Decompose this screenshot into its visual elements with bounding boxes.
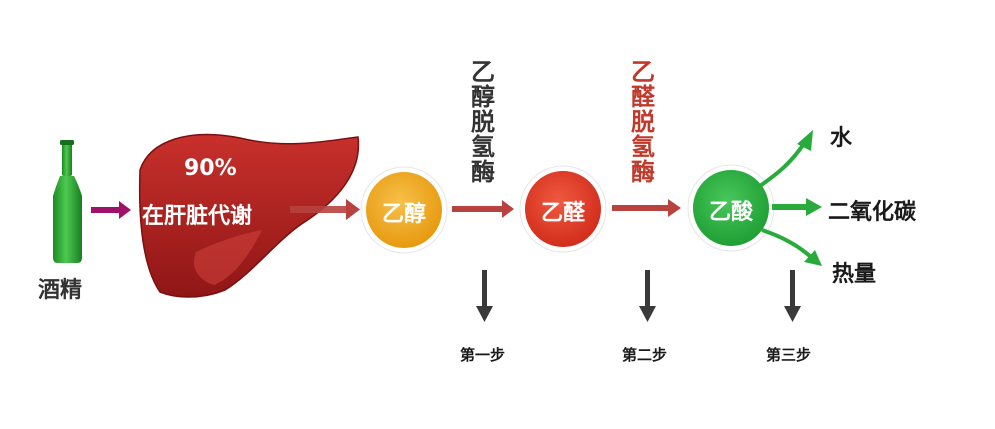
- bottle-icon: [53, 140, 82, 263]
- arrow-to-water: [758, 130, 813, 188]
- arrow-liver-to-ethanol: [290, 199, 360, 220]
- arrow-to-co2: [772, 198, 822, 216]
- arrow-to-heat: [761, 228, 822, 266]
- liver-percent: 90%: [184, 156, 237, 181]
- enzyme-acetaldehyde-dehydrogenase: 乙醛脱氢酶: [631, 58, 655, 186]
- product-co2: 二氧化碳: [828, 200, 917, 225]
- step-arrow-2: [639, 270, 656, 322]
- product-water: 水: [830, 126, 853, 151]
- liver-icon: [138, 133, 360, 298]
- node-ethanol-label: 乙醇: [381, 202, 426, 227]
- arrow-alcohol-to-liver: [91, 201, 131, 219]
- alcohol-label: 酒精: [38, 278, 83, 303]
- liver-label: 在肝脏代谢: [142, 204, 253, 229]
- node-ethanol: [360, 166, 448, 254]
- enzyme-ethanol-dehydrogenase: 乙醇脱氢酶: [471, 58, 495, 186]
- step-arrow-3: [784, 270, 801, 322]
- node-acetaldehyde-label: 乙醛: [540, 201, 585, 226]
- node-acetic-acid-label: 乙酸: [708, 200, 753, 225]
- arrow-acetaldehyde-to-acetic-acid: [612, 199, 681, 217]
- step-3-label: 第三步: [766, 346, 812, 364]
- node-acetic-acid: [687, 164, 775, 252]
- product-heat: 热量: [832, 262, 877, 287]
- arrow-ethanol-to-acetaldehyde: [452, 200, 514, 218]
- step-1-label: 第一步: [460, 346, 506, 364]
- step-2-label: 第二步: [622, 346, 668, 364]
- step-arrow-1: [476, 270, 493, 322]
- node-acetaldehyde: [519, 165, 607, 253]
